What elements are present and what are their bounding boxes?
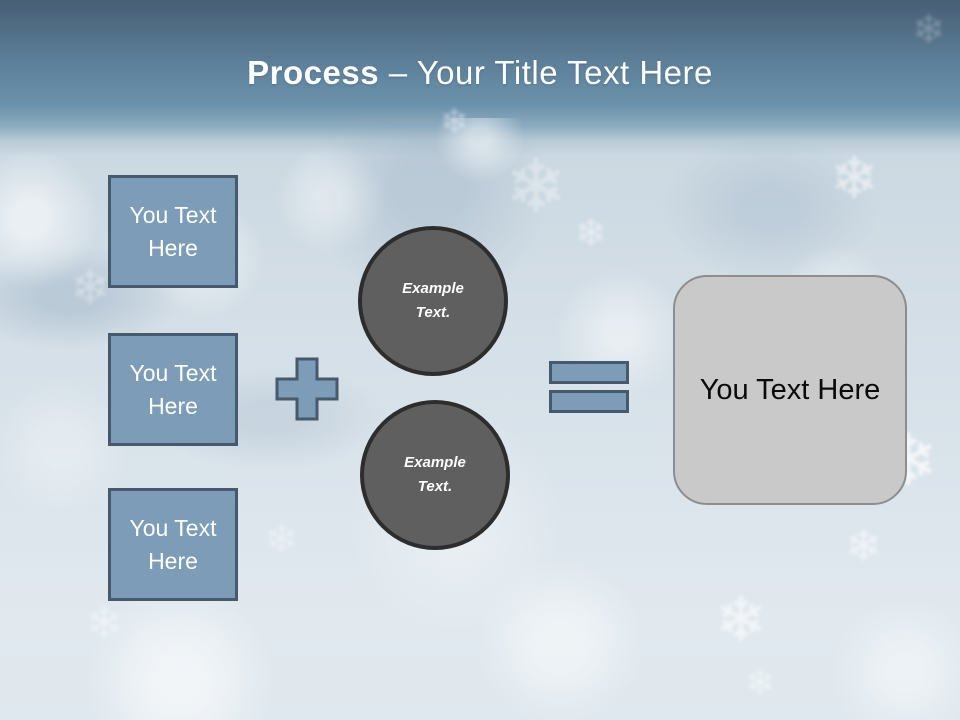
equals-bottom-bar: [549, 390, 629, 413]
slide-title[interactable]: Process – Your Title Text Here: [0, 54, 960, 92]
plus-icon[interactable]: [275, 357, 339, 421]
example-circle-1[interactable]: Example Text.: [358, 226, 508, 376]
snowflake-icon: ❄: [85, 597, 124, 649]
snowflake-icon: ❄: [440, 103, 469, 141]
plus-shape: [275, 357, 339, 421]
result-box-label: You Text Here: [699, 373, 881, 406]
snowflake-icon: ❄: [575, 213, 607, 255]
input-box-3[interactable]: You Text Here: [108, 488, 238, 601]
equals-top-bar: [549, 361, 629, 384]
snowflake-icon: ❄: [70, 262, 111, 315]
input-box-2[interactable]: You Text Here: [108, 333, 238, 446]
title-subtitle-text: – Your Title Text Here: [379, 54, 713, 91]
input-box-3-label: You Text Here: [129, 515, 217, 574]
result-box[interactable]: You Text Here: [673, 275, 907, 505]
snowflake-icon: ❄: [265, 518, 299, 562]
title-keyword: Process: [247, 54, 380, 91]
snowflake-icon: ❄: [745, 662, 776, 703]
example-circle-1-label: Example Text.: [402, 280, 464, 321]
snowflake-icon: ❄: [912, 8, 946, 52]
snowflake-icon: ❄: [715, 586, 767, 655]
input-box-2-label: You Text Here: [129, 360, 217, 419]
input-box-1[interactable]: You Text Here: [108, 175, 238, 288]
example-circle-2-label: Example Text.: [404, 454, 466, 495]
snowflake-icon: ❄: [830, 146, 879, 211]
input-box-1-label: You Text Here: [129, 202, 217, 261]
snowflake-icon: ❄: [845, 522, 882, 571]
example-circle-2[interactable]: Example Text.: [360, 400, 510, 550]
snowflake-icon: ❄: [505, 145, 568, 228]
